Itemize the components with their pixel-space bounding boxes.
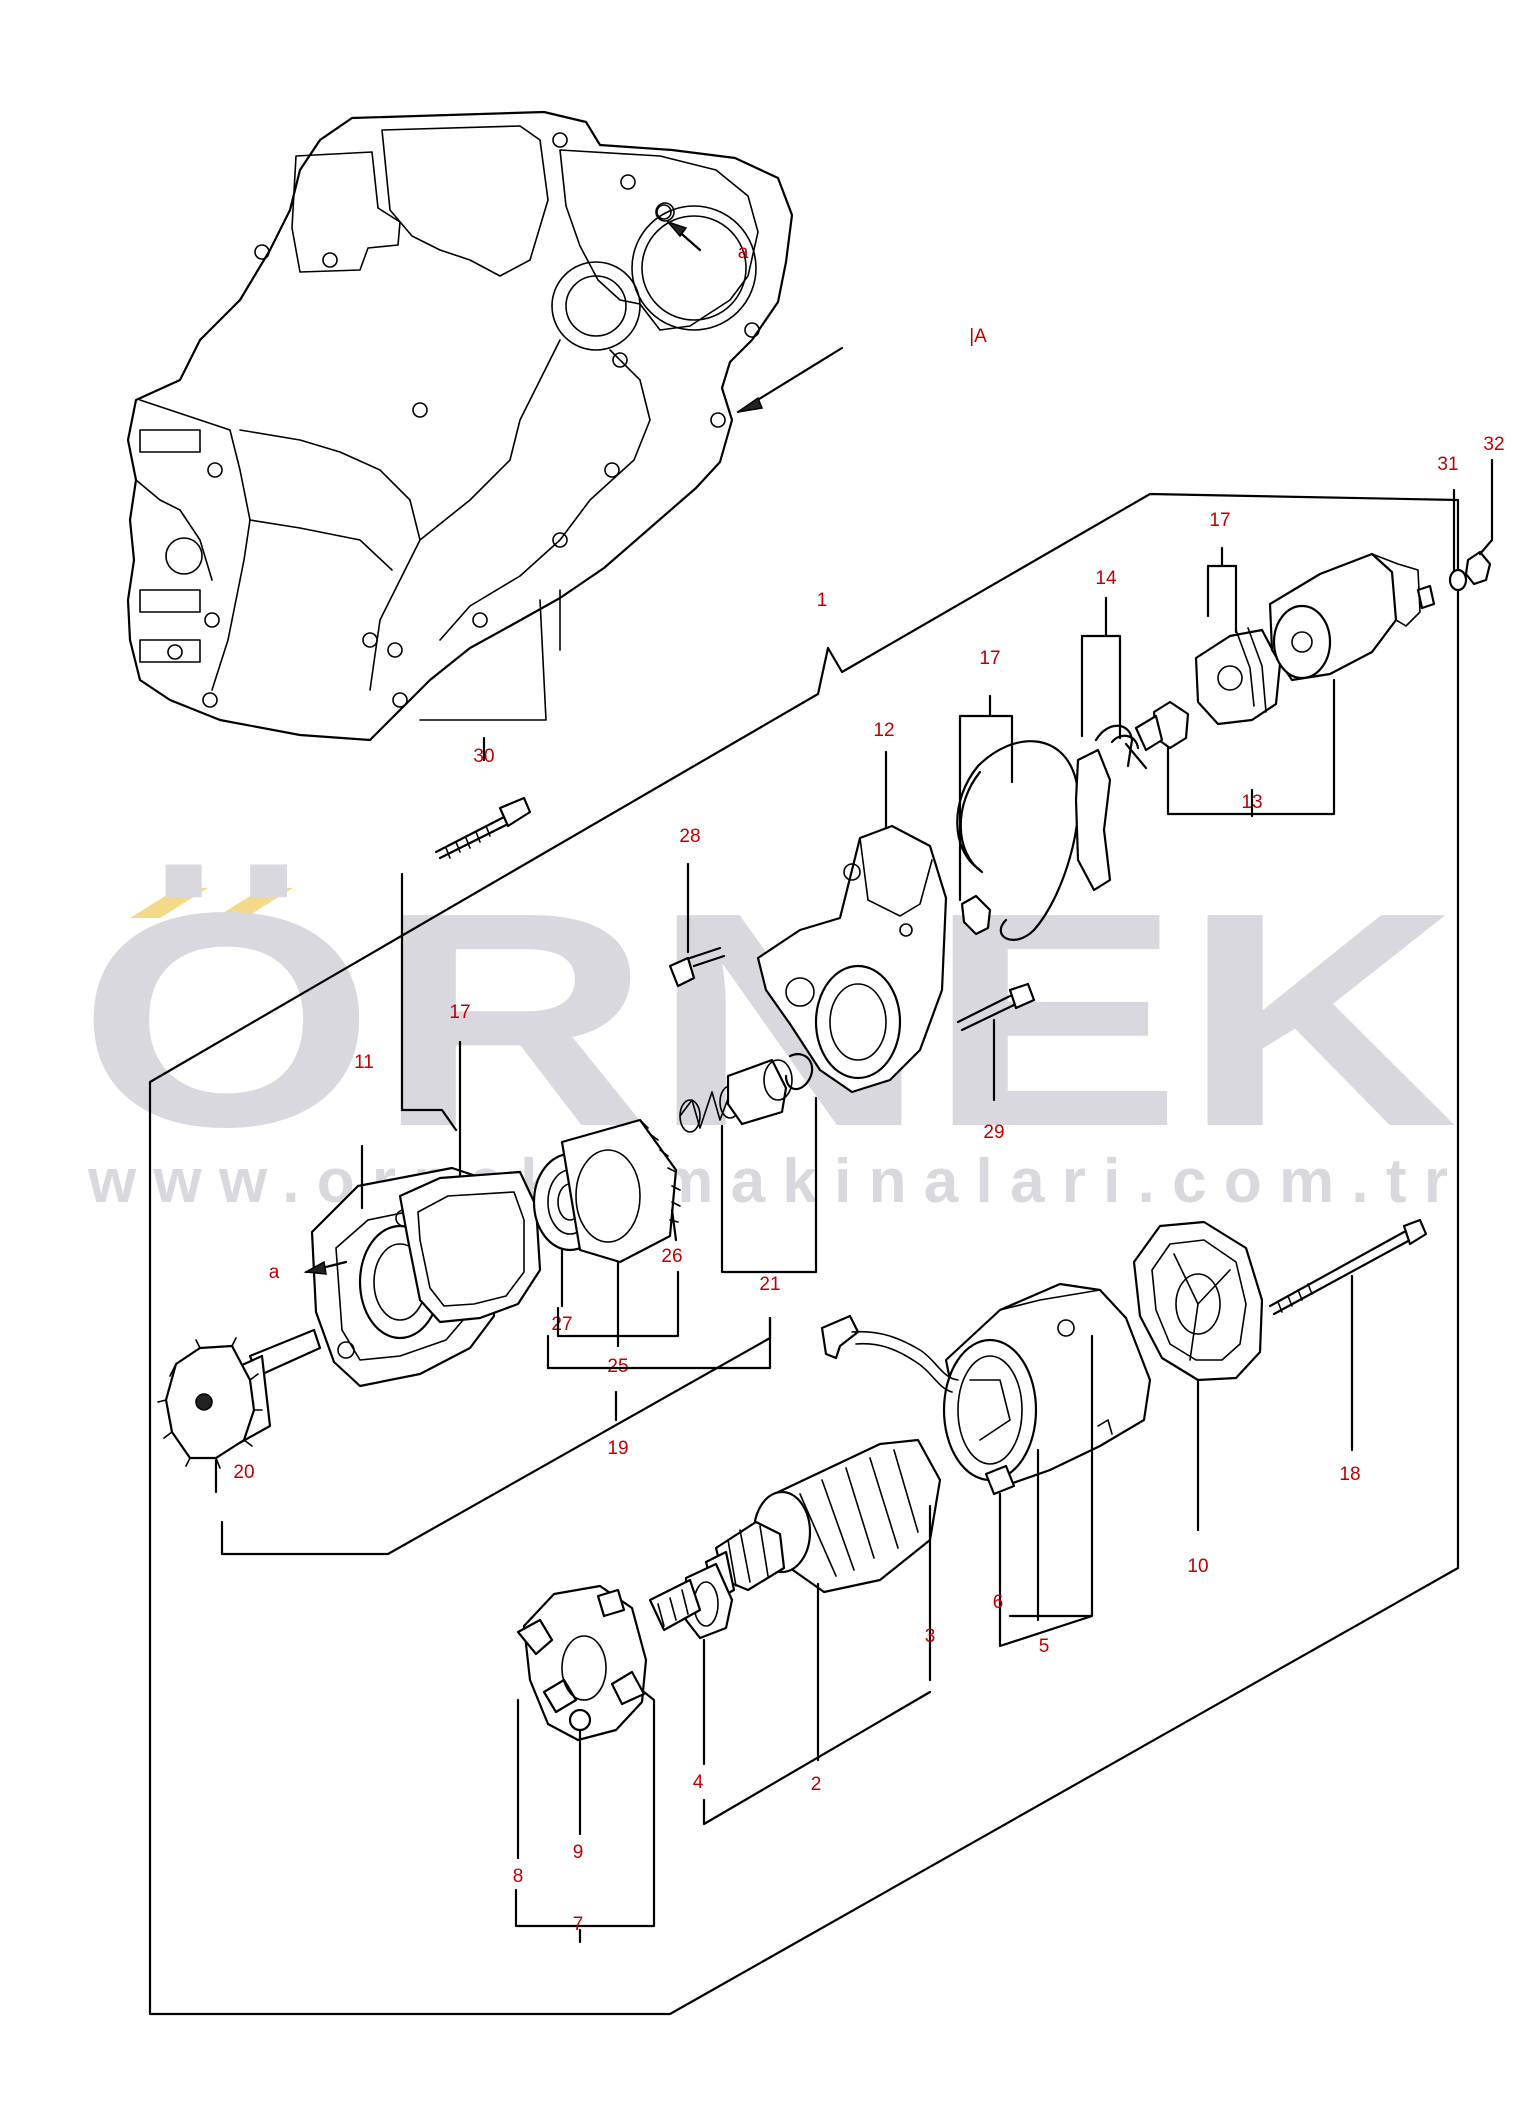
label-29: 29 bbox=[983, 1122, 1004, 1143]
label-26: 26 bbox=[661, 1246, 682, 1267]
label-13: 13 bbox=[1241, 792, 1262, 813]
watermark-brand: ÖRNEK bbox=[78, 849, 1458, 1190]
lever-housing-12[interactable]: 12 bbox=[756, 720, 948, 1094]
through-bolt-18[interactable]: 18 bbox=[1268, 1218, 1428, 1485]
brush-9[interactable]: 9 7 bbox=[514, 1690, 656, 1944]
label-3: 3 bbox=[925, 1626, 936, 1647]
label-21: 21 bbox=[759, 1274, 780, 1295]
label-17-solenoid: 17 bbox=[1209, 510, 1230, 531]
label-30: 30 bbox=[473, 746, 494, 767]
washer-31[interactable]: 31 bbox=[1437, 454, 1468, 592]
gasket-17-housing[interactable]: 17 bbox=[398, 1002, 542, 1324]
bolt-28[interactable]: 28 bbox=[668, 826, 726, 988]
label-9: 9 bbox=[573, 1842, 584, 1863]
label-10: 10 bbox=[1187, 1556, 1208, 1577]
label-8: 8 bbox=[513, 1866, 524, 1887]
label-1: 1 bbox=[817, 590, 828, 611]
label-31: 31 bbox=[1437, 454, 1458, 475]
pinion-gear-20[interactable]: 20 bbox=[157, 1316, 772, 1556]
watermark-accent-left bbox=[130, 888, 208, 918]
assembly-outline: 1 bbox=[148, 492, 1460, 2016]
label-a-top: a bbox=[738, 242, 749, 263]
label-2: 2 bbox=[811, 1774, 822, 1795]
yoke-5[interactable]: 5 bbox=[942, 1282, 1152, 1657]
brush-lead-6[interactable]: 6 bbox=[820, 1314, 1016, 1613]
watermark: ÖRNEK www.ornekismakinalari.com.tr bbox=[78, 849, 1458, 1216]
nut-32[interactable]: 32 bbox=[1464, 434, 1505, 586]
label-32: 32 bbox=[1483, 434, 1504, 455]
shift-lever-14[interactable]: 14 bbox=[1074, 568, 1148, 892]
flywheel-housing: a |A bbox=[126, 110, 987, 742]
label-12: 12 bbox=[873, 720, 894, 741]
label-a-left: a bbox=[269, 1262, 280, 1283]
brush-holder-7[interactable]: 8 bbox=[513, 1584, 648, 1887]
bearing-4[interactable]: 4 bbox=[648, 1562, 734, 1793]
view-marker: |A bbox=[969, 326, 987, 347]
label-20: 20 bbox=[233, 1462, 254, 1483]
sleeve-21[interactable] bbox=[726, 1058, 793, 1126]
label-5: 5 bbox=[1039, 1636, 1050, 1657]
seal-ring-17[interactable]: 17 bbox=[956, 648, 1080, 941]
label-14: 14 bbox=[1095, 568, 1117, 589]
group-19-bracket: 19 bbox=[546, 1316, 772, 1459]
armature-3[interactable]: 3 2 bbox=[702, 1438, 942, 1826]
label-7: 7 bbox=[573, 1914, 584, 1935]
bolt-29[interactable]: 29 bbox=[956, 982, 1036, 1143]
label-28: 28 bbox=[679, 826, 700, 847]
label-18: 18 bbox=[1339, 1464, 1360, 1485]
label-19: 19 bbox=[607, 1438, 628, 1459]
bracket-26[interactable]: 26 bbox=[556, 1208, 683, 1338]
label-27: 27 bbox=[551, 1314, 572, 1335]
label-11: 11 bbox=[354, 1052, 374, 1073]
clutch-gear-25[interactable]: 25 bbox=[560, 1118, 681, 1377]
label-17-ring: 17 bbox=[979, 648, 1000, 669]
clip-21[interactable]: 21 bbox=[720, 1053, 818, 1295]
bolt-30[interactable]: 30 bbox=[400, 736, 532, 1132]
solenoid-13[interactable]: 13 bbox=[1134, 552, 1436, 818]
watermark-accent-right bbox=[215, 888, 293, 918]
gasket-17-solenoid: 17 bbox=[1206, 510, 1238, 634]
label-4: 4 bbox=[693, 1772, 704, 1793]
label-25: 25 bbox=[607, 1356, 628, 1377]
end-cover-10[interactable]: 10 bbox=[1132, 1220, 1264, 1577]
label-17-gasket: 17 bbox=[449, 1002, 470, 1023]
label-6: 6 bbox=[993, 1592, 1004, 1613]
